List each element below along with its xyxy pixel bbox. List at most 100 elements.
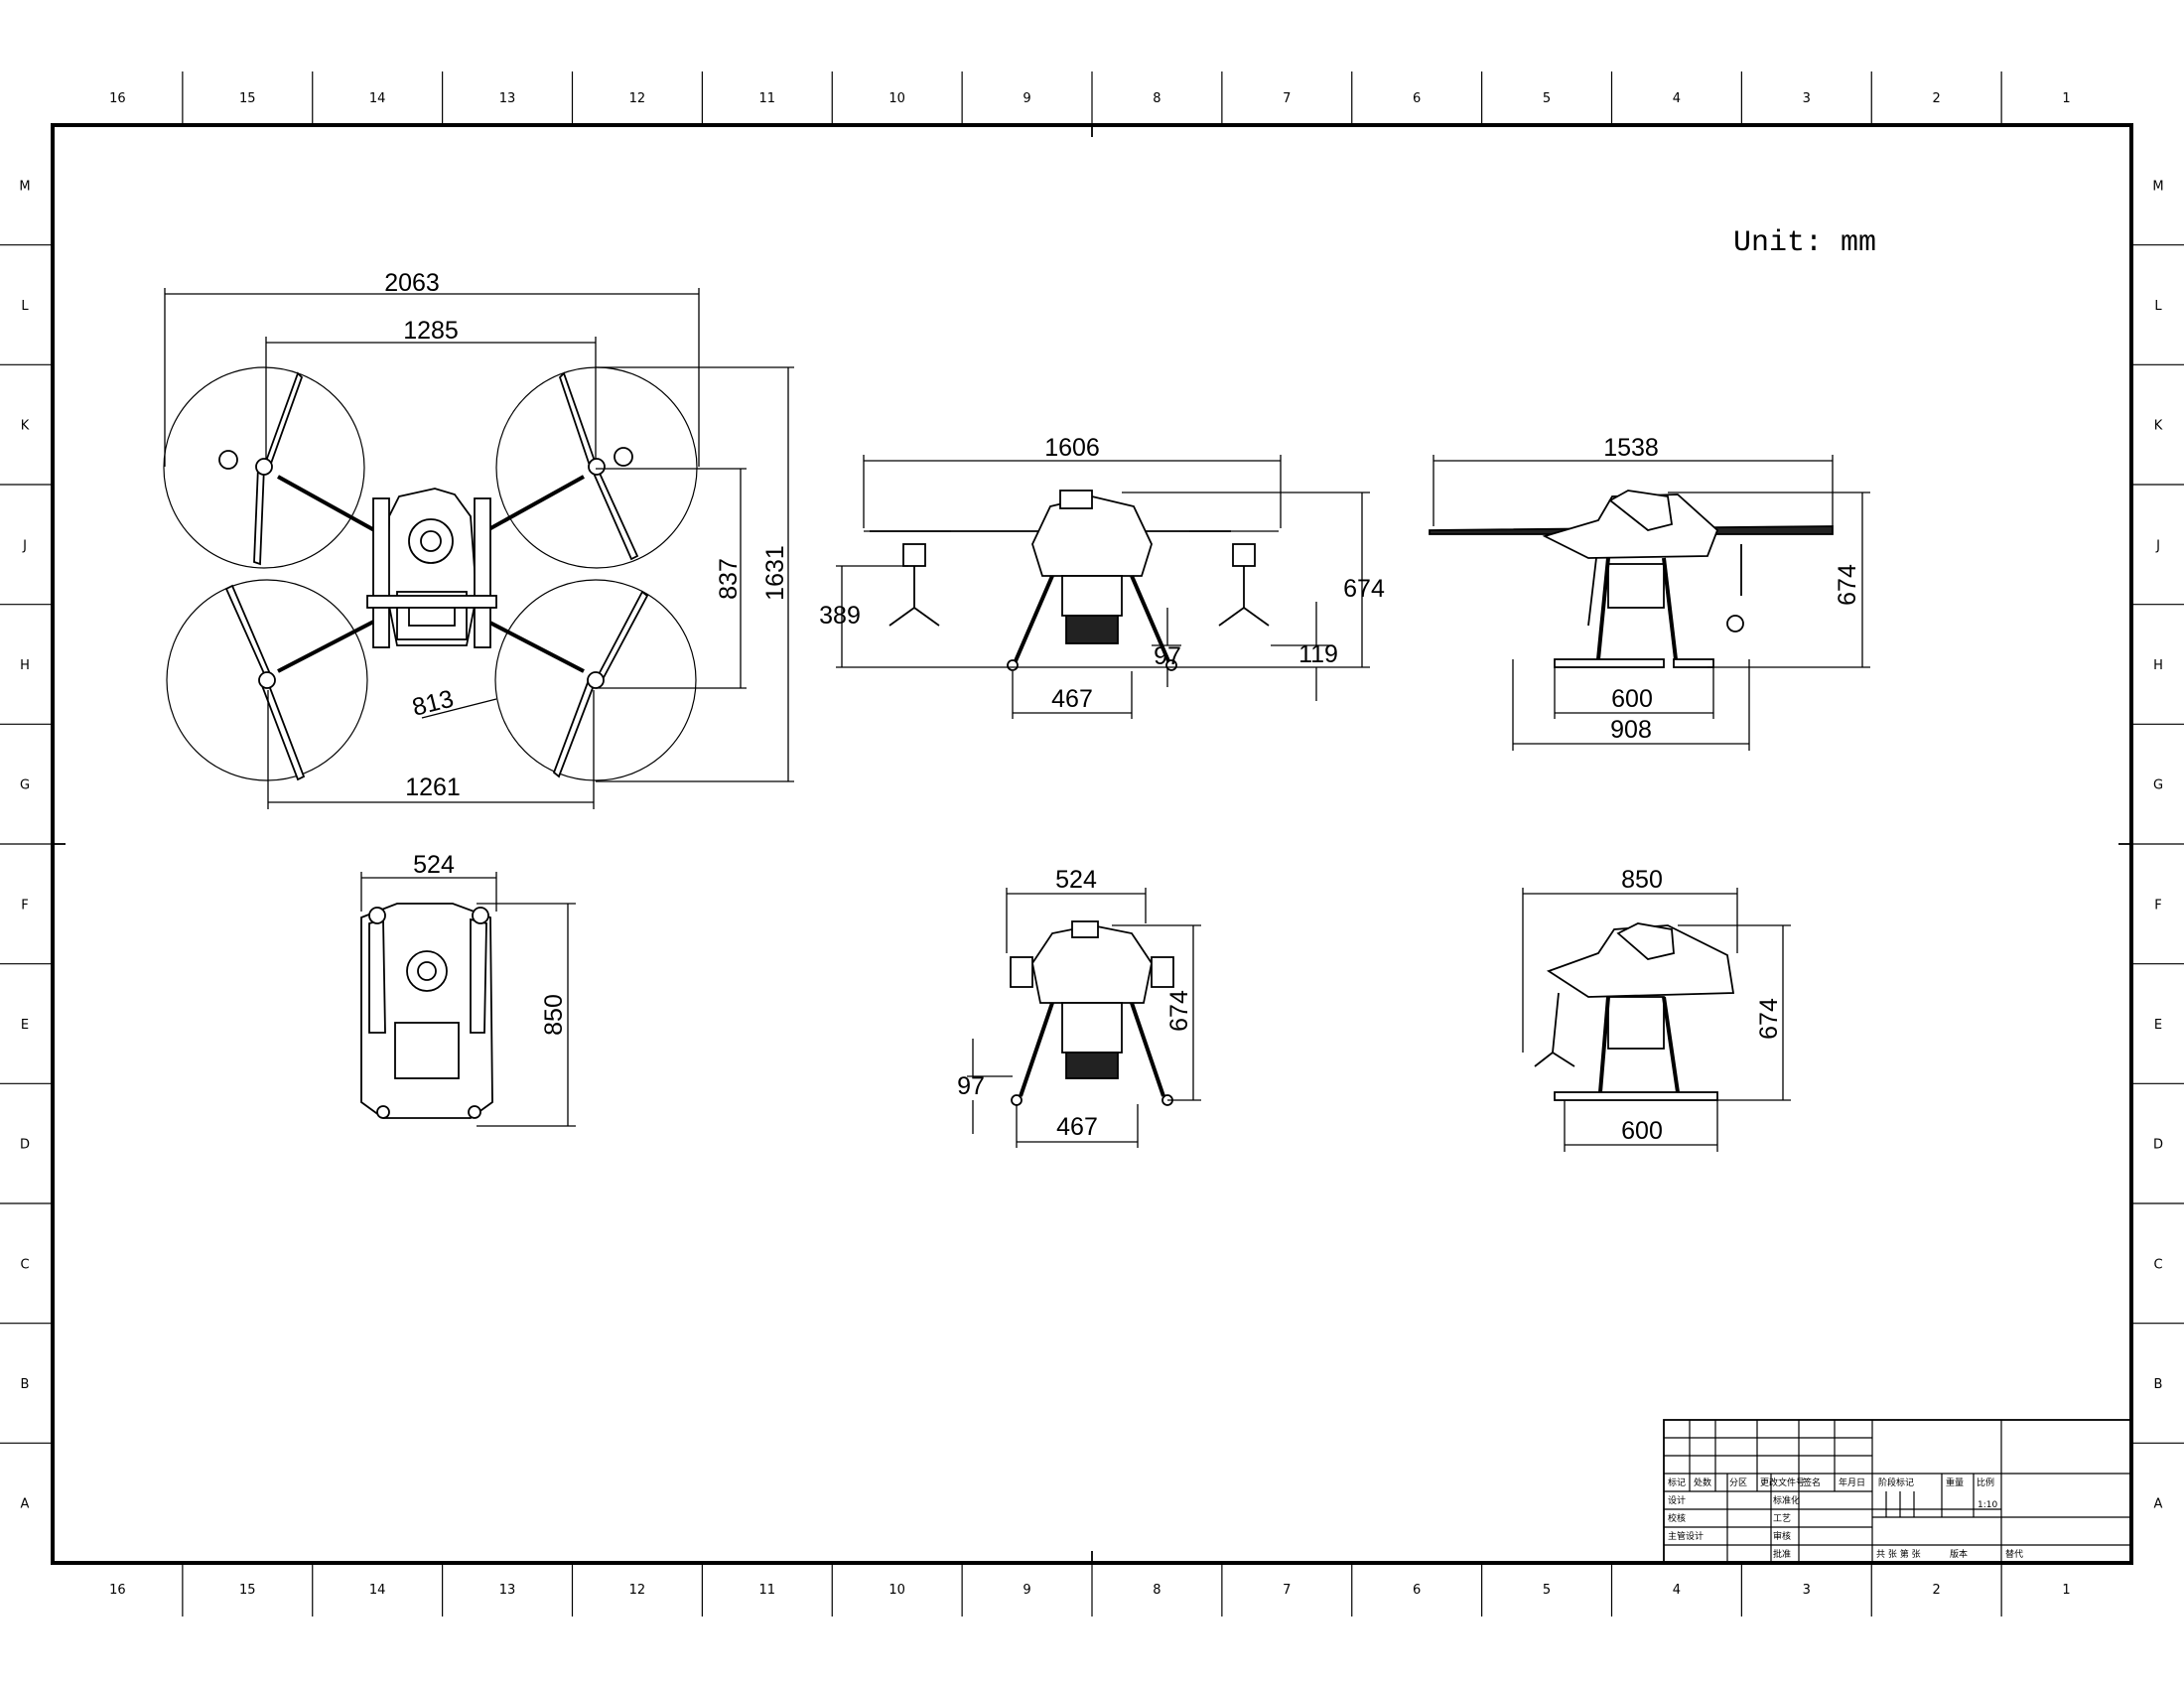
title-block-label: 分区 (1729, 1477, 1747, 1488)
row-label: A (21, 1497, 30, 1512)
propeller-disc (163, 366, 365, 569)
column-label: 6 (1413, 1583, 1421, 1598)
row-label: J (2155, 538, 2160, 553)
folded-side-view: 850 674 600 (1522, 866, 1791, 1152)
column-label: 16 (109, 91, 126, 106)
row-label: G (20, 778, 30, 793)
dimension-lines (1433, 455, 1870, 751)
column-label: 7 (1283, 91, 1291, 106)
column-label: 3 (1803, 1583, 1811, 1598)
propeller-disc (166, 579, 368, 781)
column-label: 2 (1933, 1583, 1941, 1598)
dim-arm-height: 389 (819, 602, 861, 630)
dim-folded-front-height: 674 (1165, 990, 1193, 1032)
title-block-label: 阶段标记 (1878, 1477, 1914, 1488)
title-block-label: 主管设计 (1668, 1530, 1704, 1542)
dim-folded-ground-clearance: 97 (957, 1072, 985, 1100)
row-label: D (2153, 1138, 2163, 1153)
column-label: 2 (1933, 91, 1941, 106)
dimension-lines (967, 888, 1201, 1148)
dimension-lines (360, 872, 576, 1127)
row-label: M (19, 179, 30, 194)
dim-folded-width: 524 (413, 851, 455, 879)
column-label: 4 (1673, 1583, 1681, 1598)
title-block-label: 共 张 第 张 (1876, 1548, 1921, 1560)
column-label: 9 (1023, 91, 1030, 106)
column-label: 14 (369, 1583, 386, 1598)
zone-tick-marks (0, 71, 2184, 1617)
column-label: 13 (499, 1583, 516, 1598)
dimension-lines (836, 455, 1370, 719)
row-label: L (2154, 299, 2162, 314)
title-block-label: 版本 (1950, 1548, 1968, 1560)
row-label: E (21, 1018, 29, 1033)
unit-note: Unit: mm (1733, 226, 1876, 260)
column-label: 11 (759, 1583, 776, 1598)
dimension-lines (164, 288, 794, 809)
drone-body-folded-front (1010, 920, 1174, 1106)
dim-overall-span: 2063 (384, 269, 440, 297)
column-label: 11 (759, 91, 776, 106)
row-label: C (20, 1257, 29, 1272)
row-label: F (2154, 898, 2161, 913)
title-block-label: 标记 (1668, 1477, 1686, 1488)
dim-leg-span: 467 (1051, 685, 1093, 713)
title-block-label: 工艺 (1773, 1513, 1791, 1524)
row-label: J (22, 538, 27, 553)
dim-front-width: 1606 (1044, 434, 1100, 462)
row-label: M (2152, 179, 2163, 194)
title-block-label: 设计 (1668, 1494, 1686, 1506)
column-label: 15 (239, 91, 256, 106)
column-label: 15 (239, 1583, 256, 1598)
dim-folded-front-width: 524 (1055, 866, 1097, 894)
title-block-label: 审核 (1773, 1530, 1791, 1542)
row-label: H (2153, 658, 2163, 673)
dim-folded-leg-span: 467 (1056, 1113, 1098, 1141)
column-label: 4 (1673, 91, 1681, 106)
dim-motor-depth: 837 (715, 558, 743, 600)
row-label: D (20, 1138, 30, 1153)
title-block-label: 签名 (1803, 1477, 1821, 1488)
title-block: 标记处数分区更改文件号签名年月日设计标准化阶段标记重量比例校核工艺主管设计审核批… (1663, 1419, 2131, 1564)
column-label: 8 (1153, 1583, 1160, 1598)
dim-folded-side-height: 674 (1755, 998, 1783, 1040)
top-view: 2063 1285 1261 837 1631 813 (163, 269, 794, 809)
dim-side-width: 1538 (1603, 434, 1659, 462)
title-block-label: 更改文件号 (1760, 1477, 1805, 1488)
drone-body-folded-side (1534, 922, 1735, 1101)
front-view: 1606 674 389 97 119 467 (819, 434, 1385, 719)
title-block-label: 重量 (1946, 1477, 1964, 1488)
row-label: K (21, 419, 30, 434)
dim-motor-span-rear: 1261 (405, 774, 461, 801)
folded-top-view: 524 850 (360, 851, 576, 1127)
title-block-label: 年月日 (1839, 1477, 1865, 1488)
row-label: K (2154, 419, 2163, 434)
column-label: 12 (629, 91, 646, 106)
propeller-disc (494, 579, 697, 781)
column-label: 8 (1153, 91, 1160, 106)
dimension-lines (1522, 888, 1791, 1152)
dim-folded-side-width: 850 (1621, 866, 1663, 894)
drone-body-top (218, 447, 633, 673)
row-label: L (21, 299, 29, 314)
title-block-label: 批准 (1773, 1548, 1791, 1560)
row-label: B (2154, 1377, 2163, 1392)
side-view: 1538 674 600 908 (1429, 434, 1870, 751)
column-label: 6 (1413, 91, 1421, 106)
propeller-disc (495, 366, 698, 569)
title-block-scale: 1:10 (1978, 1500, 1997, 1510)
title-block-label: 校核 (1668, 1512, 1686, 1524)
drone-body-side (1429, 490, 1834, 668)
column-label: 3 (1803, 91, 1811, 106)
dim-side-height: 674 (1834, 564, 1861, 606)
column-label: 7 (1283, 1583, 1291, 1598)
row-label: C (2153, 1257, 2162, 1272)
column-label: 5 (1543, 1583, 1551, 1598)
dim-front-height: 674 (1343, 575, 1385, 603)
dim-nozzle-height: 119 (1298, 640, 1338, 668)
column-label: 10 (888, 1583, 905, 1598)
